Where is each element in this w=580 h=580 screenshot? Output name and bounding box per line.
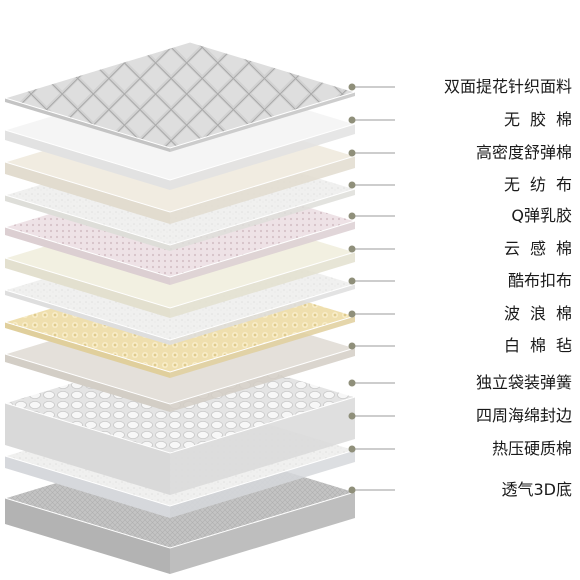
layer-side-right [170,316,355,378]
layer-side-right [170,252,355,318]
layer-label: 双面提花针织面料 [443,77,572,96]
layer-label: 独立袋装弹簧 [475,373,572,392]
layer-side-right [170,450,355,518]
layer-side-left [5,258,170,318]
layer-label: 四周海绵封边 [475,406,572,425]
layer-label: 波浪棉 [503,304,580,323]
layer-side-right [170,156,355,224]
layer-top-face [3,41,357,149]
leader-dot [348,342,356,350]
leader-dot [348,212,356,220]
layer-side-left [5,290,170,345]
layer-label: 透气3D底 [501,480,572,499]
leader-dot [348,277,356,285]
layer-side-left [5,322,170,378]
layer-side-right [170,124,355,190]
leader-dot [348,149,356,157]
leader-dot [348,310,356,318]
leader-dot [348,486,356,494]
layer-side-right [170,221,355,285]
layer-side-left [5,456,170,518]
leader-dot [348,245,356,253]
layer-label: 热压硬质棉 [491,439,572,458]
layer-side-right [170,284,355,345]
layer-label: 无纺布 [503,175,580,194]
layer-label: 云感棉 [503,239,580,258]
layer-side-right [170,397,355,495]
layer-label: 白棉毡 [503,336,580,355]
leader-dot [348,379,356,387]
layer-side-left [5,130,170,190]
leader-dot [348,83,356,91]
layer-side-right [170,189,355,251]
leader-dot [348,181,356,189]
layer-side-right [170,92,355,152]
layer-side-right [170,492,355,574]
layer-side-left [5,403,170,495]
layer-label: Q弹乳胶 [511,206,572,225]
layer-side-left [5,227,170,285]
leader-dot [348,445,356,453]
layer-label: 无胶棉 [503,110,580,129]
layer-side-left [5,195,170,251]
layer-side-left [5,98,170,152]
leader-dot [348,116,356,124]
layer-side-left [5,354,170,412]
layer-side-left [5,498,170,574]
layer-side-right [170,348,355,412]
layer-label: 高密度舒弹棉 [475,143,572,162]
layer-side-left [5,162,170,224]
leader-dot [348,412,356,420]
layer-label: 酷布扣布 [507,271,572,290]
